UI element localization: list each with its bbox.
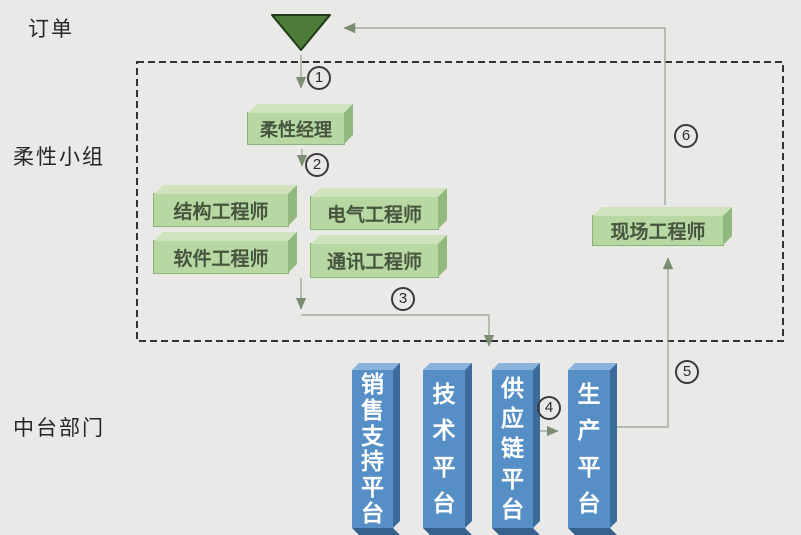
order-triangle-icon — [271, 14, 331, 51]
step-badge-1: 1 — [307, 66, 331, 90]
step-badge-6: 6 — [674, 124, 698, 148]
step-badge-3: 3 — [391, 287, 415, 311]
flex-team-boundary — [136, 61, 784, 342]
label-order: 订单 — [28, 18, 74, 41]
node-platform-sales-support: 销售支持平台 — [352, 370, 400, 535]
step-badge-4: 4 — [537, 396, 561, 420]
node-electrical-engineer: 电气工程师 — [310, 196, 439, 230]
label-flex-team: 柔性小组 — [13, 146, 105, 169]
node-field-engineer: 现场工程师 — [592, 215, 724, 246]
node-software-engineer: 软件工程师 — [153, 240, 289, 274]
connector-step-3b — [301, 314, 495, 347]
node-communication-engineer: 通讯工程师 — [310, 243, 439, 278]
node-platform-production: 生产平台 — [568, 370, 617, 535]
node-platform-supply-chain: 供应链平台 — [492, 370, 540, 535]
connector-step-6 — [343, 22, 666, 205]
node-flex-manager: 柔性经理 — [247, 112, 345, 145]
step-badge-2: 2 — [305, 153, 329, 177]
node-structural-engineer: 结构工程师 — [153, 193, 289, 227]
connector-step-5 — [617, 257, 674, 428]
node-platform-technology: 技术平台 — [423, 370, 472, 535]
label-middle-platform: 中台部门 — [13, 417, 105, 440]
step-badge-5: 5 — [675, 360, 699, 384]
